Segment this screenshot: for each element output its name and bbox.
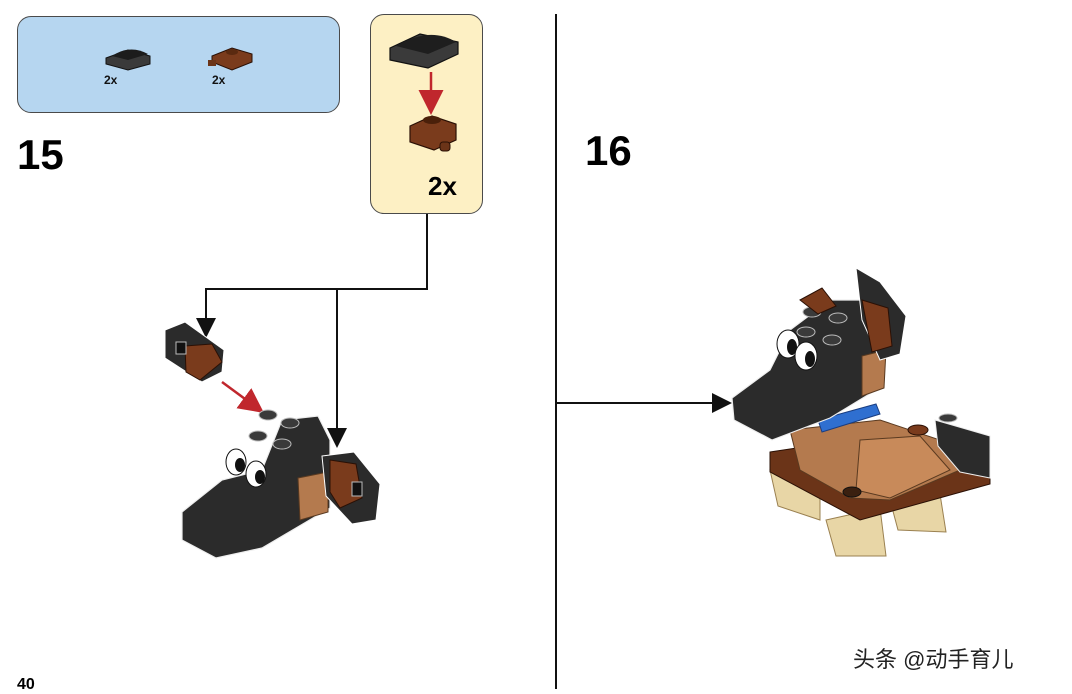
part-qty-1: 2x: [104, 73, 118, 87]
step-number-16: 16: [585, 127, 632, 174]
clip-plate-part-icon: [208, 47, 253, 71]
watermark-text: 头条 @动手育儿: [853, 647, 1014, 672]
part-qty-2: 2x: [212, 73, 226, 87]
curved-slope-part-icon: [105, 49, 151, 71]
sub-assembly-multiplier: 2x: [428, 171, 457, 201]
page-number: 40: [17, 676, 35, 693]
sub-assembly-clip-plate-icon: [409, 115, 457, 152]
ear-left-icon: [164, 321, 225, 383]
ear-red-arrow: [221, 380, 265, 413]
dog-model-step16-icon: [731, 267, 991, 557]
connector-arrow-left: [196, 214, 428, 338]
step-number-15: 15: [17, 131, 64, 178]
ear-right-step15-icon: [321, 451, 381, 525]
sub-assembly-slope-icon: [389, 33, 459, 69]
parts-callout: [17, 16, 340, 113]
page-divider: [555, 14, 557, 689]
dog-head-step15-icon: [181, 409, 331, 559]
